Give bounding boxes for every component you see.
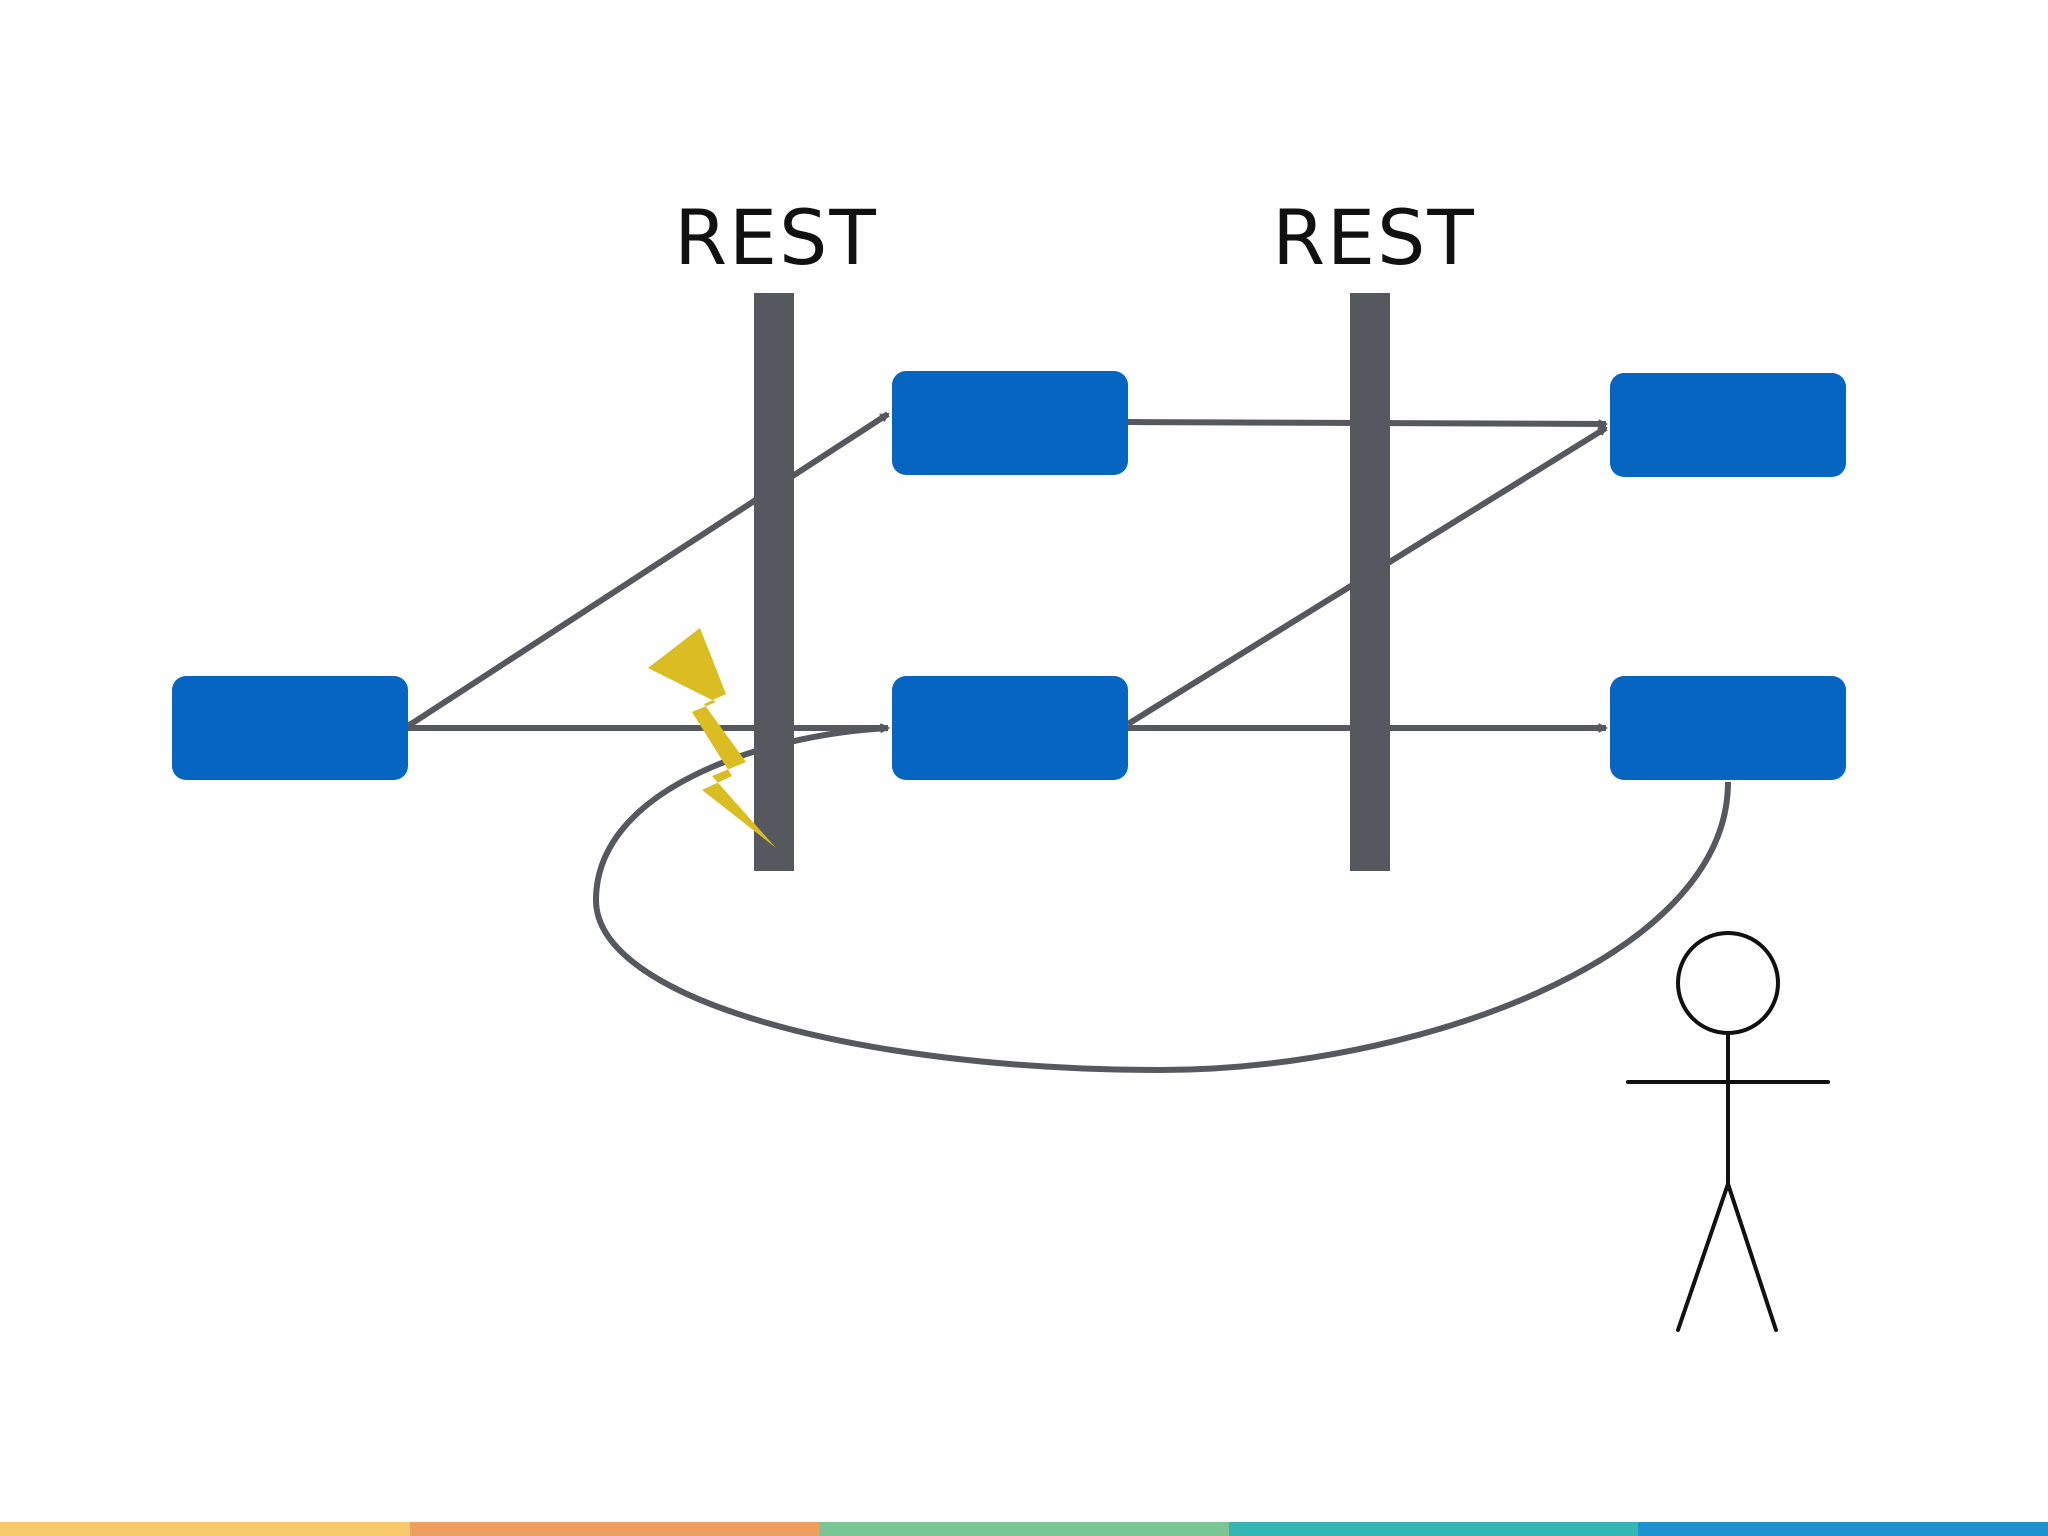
service-box-bottom-right xyxy=(1610,676,1846,780)
footer-color-stripe xyxy=(0,1522,2048,1536)
footer-stripe-segment xyxy=(819,1522,1229,1536)
footer-stripe-segment xyxy=(1228,1522,1639,1536)
rest-barrier-right xyxy=(1350,293,1390,871)
rest-label-right: REST xyxy=(1272,193,1476,282)
service-box-source xyxy=(172,676,408,780)
lightning-bolt-icon xyxy=(648,628,776,848)
rest-barrier-left xyxy=(754,293,794,871)
user-stick-figure-icon xyxy=(1626,931,1830,1332)
service-box-top-right xyxy=(1610,373,1846,477)
arrow-source-to-top-middle xyxy=(406,411,888,729)
feedback-loop-arrow xyxy=(592,728,1731,1074)
service-box-bottom-middle xyxy=(892,676,1128,780)
service-box-top-middle xyxy=(892,371,1128,475)
footer-stripe-segment xyxy=(0,1522,410,1536)
rest-label-left: REST xyxy=(674,193,878,282)
footer-stripe-segment xyxy=(1638,1522,2048,1536)
footer-stripe-segment xyxy=(409,1522,820,1536)
